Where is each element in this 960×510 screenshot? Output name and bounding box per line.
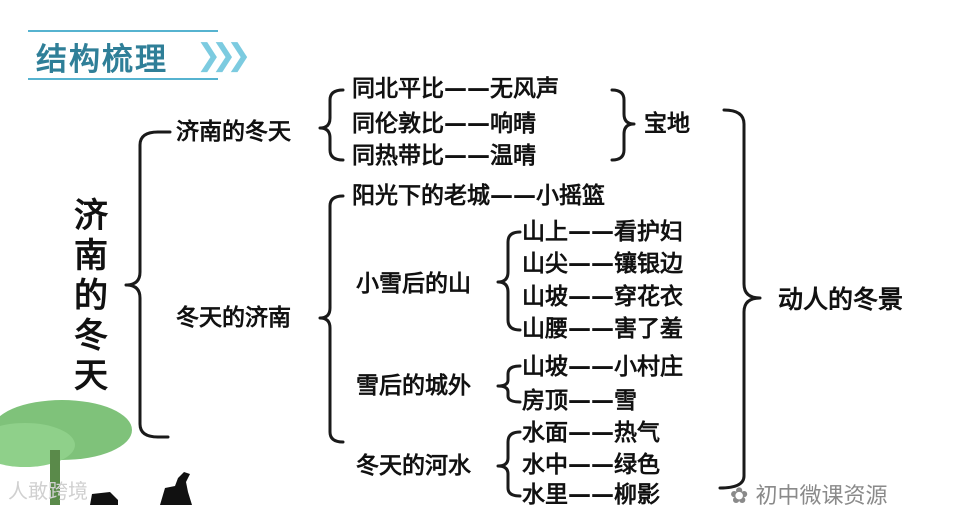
branch1-summary: 宝地 xyxy=(644,111,690,137)
dash: —— xyxy=(490,183,536,209)
branch1-label: 济南的冬天 xyxy=(176,119,291,145)
dash: —— xyxy=(568,316,614,342)
row-right: 无风声 xyxy=(490,76,559,102)
dash: —— xyxy=(568,251,614,277)
row-right: 穿花衣 xyxy=(614,284,683,310)
branch1-row: 同北平比——无风声 xyxy=(352,75,559,103)
row-right: 响晴 xyxy=(490,111,536,137)
row-right: 雪 xyxy=(614,388,637,414)
row-left: 房顶 xyxy=(522,388,568,414)
row-left: 水中 xyxy=(522,452,568,478)
row-left: 水面 xyxy=(522,420,568,446)
row-left: 水里 xyxy=(522,482,568,508)
root-char: 的 xyxy=(74,276,108,316)
mountain-row: 山上——看护妇 xyxy=(522,218,683,246)
root-char: 冬 xyxy=(74,316,108,356)
row-left: 阳光下的老城 xyxy=(352,183,490,209)
watermark: ✿ 初中微课资源 xyxy=(730,478,887,510)
row-left: 同热带比 xyxy=(352,143,444,169)
dash: —— xyxy=(568,284,614,310)
row-left: 山腰 xyxy=(522,316,568,342)
root-char: 南 xyxy=(74,236,108,276)
branch1-bracket xyxy=(318,88,345,162)
branch1-closing-bracket xyxy=(610,88,636,162)
river-label: 冬天的河水 xyxy=(356,453,471,479)
row-left: 山坡 xyxy=(522,354,568,380)
tree-trunk xyxy=(50,450,60,505)
branch2-label: 冬天的济南 xyxy=(176,305,291,331)
outside-row: 山坡——小村庄 xyxy=(522,353,683,381)
outside-bracket xyxy=(496,364,522,404)
heading-rule-top xyxy=(28,30,218,32)
heading-rule-bottom xyxy=(28,78,218,80)
mountain-label: 小雪后的山 xyxy=(356,271,471,297)
river-row: 水面——热气 xyxy=(522,419,660,447)
row-left: 同伦敦比 xyxy=(352,111,444,137)
watermark-text: 初中微课资源 xyxy=(755,484,888,509)
root-char: 济 xyxy=(74,196,108,236)
outside-label: 雪后的城外 xyxy=(356,373,471,399)
wechat-icon: ✿ xyxy=(730,484,749,509)
conclusion-label: 动人的冬景 xyxy=(778,285,904,314)
row-right: 绿色 xyxy=(614,452,660,478)
branch1-row: 同热带比——温晴 xyxy=(352,142,536,170)
row-right: 热气 xyxy=(614,420,660,446)
animal-silhouette xyxy=(90,492,118,505)
row-right: 镶银边 xyxy=(614,251,683,277)
heading-text: 结构梳理 xyxy=(36,42,168,78)
watermark-left: 人敢跨境 xyxy=(8,475,88,504)
dash: —— xyxy=(444,143,490,169)
river-row: 水里——柳影 xyxy=(522,481,660,509)
row-right: 温晴 xyxy=(490,143,536,169)
row-left: 山尖 xyxy=(522,251,568,277)
row-right: 看护妇 xyxy=(614,219,683,245)
row-left: 山坡 xyxy=(522,284,568,310)
dash: —— xyxy=(568,452,614,478)
row-right: 害了羞 xyxy=(614,316,683,342)
dash: —— xyxy=(568,388,614,414)
conclusion-bracket xyxy=(718,108,762,490)
row-right: 小村庄 xyxy=(614,354,683,380)
dash: —— xyxy=(568,219,614,245)
dash: —— xyxy=(568,482,614,508)
mountain-row: 山尖——镶银边 xyxy=(522,250,683,278)
branch1-row: 同伦敦比——响晴 xyxy=(352,110,536,138)
river-row: 水中——绿色 xyxy=(522,451,660,479)
row-right: 柳影 xyxy=(614,482,660,508)
sun-row: 阳光下的老城——小摇篮 xyxy=(352,182,605,210)
outside-row: 房顶——雪 xyxy=(522,387,637,415)
antelope-silhouette xyxy=(160,472,192,505)
dash: —— xyxy=(444,111,490,137)
row-left: 同北平比 xyxy=(352,76,444,102)
row-right: 小摇篮 xyxy=(536,183,605,209)
watermark-left-text: 人敢跨境 xyxy=(8,479,88,503)
mountain-row: 山坡——穿花衣 xyxy=(522,283,683,311)
mountain-row: 山腰——害了羞 xyxy=(522,315,683,343)
branch2-bracket xyxy=(318,194,345,444)
river-bracket xyxy=(496,430,522,498)
root-char: 天 xyxy=(74,356,108,396)
root-bracket xyxy=(124,130,160,439)
dash: —— xyxy=(568,420,614,446)
root-title: 济 南 的 冬 天 xyxy=(70,196,112,396)
dash: —— xyxy=(568,354,614,380)
mountain-bracket xyxy=(496,230,522,332)
row-left: 山上 xyxy=(522,219,568,245)
dash: —— xyxy=(444,76,490,102)
